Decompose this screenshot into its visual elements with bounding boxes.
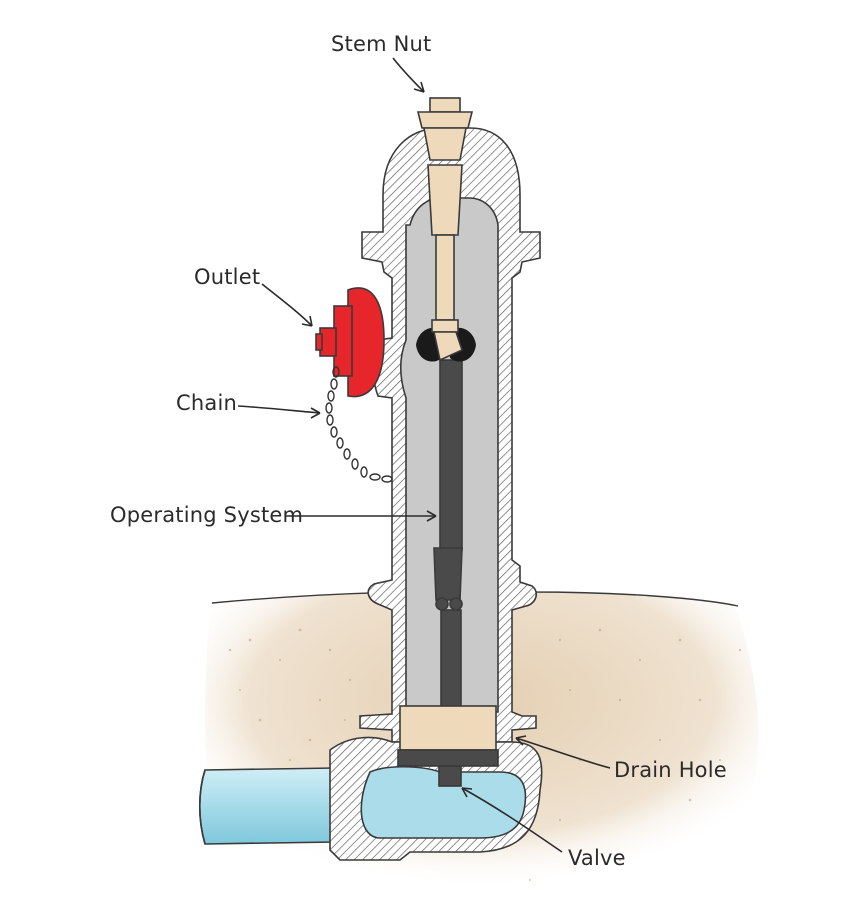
drain-hole-label: Drain Hole	[614, 758, 727, 782]
chain-label: Chain	[176, 391, 237, 415]
valve-label: Valve	[568, 846, 626, 870]
label-valve: Valve	[461, 787, 626, 870]
label-stem-nut: Stem Nut	[331, 32, 431, 93]
label-operating-system: Operating System	[110, 503, 437, 527]
operating-system-label: Operating System	[110, 503, 303, 527]
outlet-cap	[315, 287, 385, 398]
stem-nut-label: Stem Nut	[331, 32, 431, 56]
label-outlet: Outlet	[194, 265, 313, 327]
label-drain-hole: Drain Hole	[515, 735, 727, 782]
valve-block	[397, 705, 499, 767]
stem-nut-assembly	[416, 97, 474, 362]
operating-stem	[433, 359, 463, 787]
cap-chain	[325, 366, 393, 483]
outlet-label: Outlet	[194, 265, 260, 289]
label-chain: Chain	[176, 391, 321, 419]
